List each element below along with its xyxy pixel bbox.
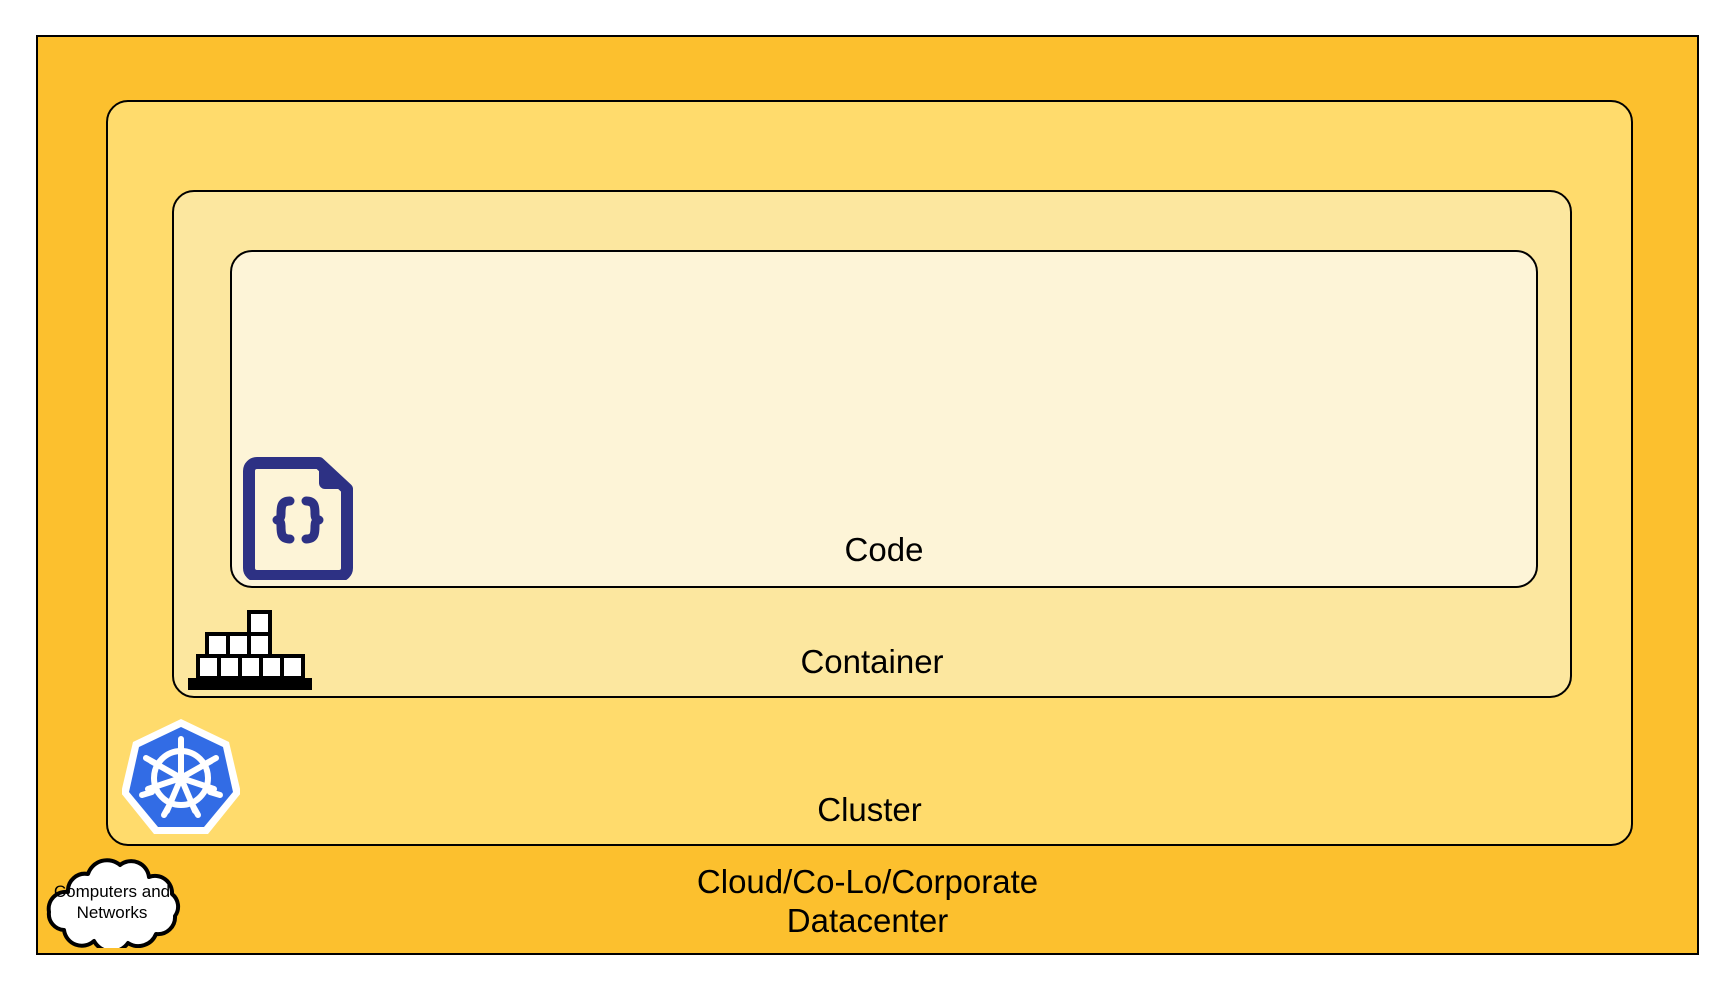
- layer-cloud-datacenter[interactable]: Code Container Cluster Cloud/Co-Lo/Corpo…: [36, 35, 1699, 955]
- container-bricks-icon: [186, 608, 314, 696]
- layer-code[interactable]: Code: [230, 250, 1538, 588]
- layer-cluster[interactable]: Code Container Cluster: [106, 100, 1633, 846]
- layer-label-cloud-datacenter: Cloud/Co-Lo/Corporate Datacenter: [696, 863, 1039, 940]
- layer-container[interactable]: Code Container: [172, 190, 1572, 698]
- code-file-icon: [243, 455, 355, 580]
- layer-label-code: Code: [844, 531, 924, 569]
- cloud-icon: Computers and Networks: [36, 856, 188, 948]
- kubernetes-icon: [122, 716, 240, 838]
- layer-label-container: Container: [800, 643, 944, 681]
- layer-label-cluster: Cluster: [817, 791, 922, 829]
